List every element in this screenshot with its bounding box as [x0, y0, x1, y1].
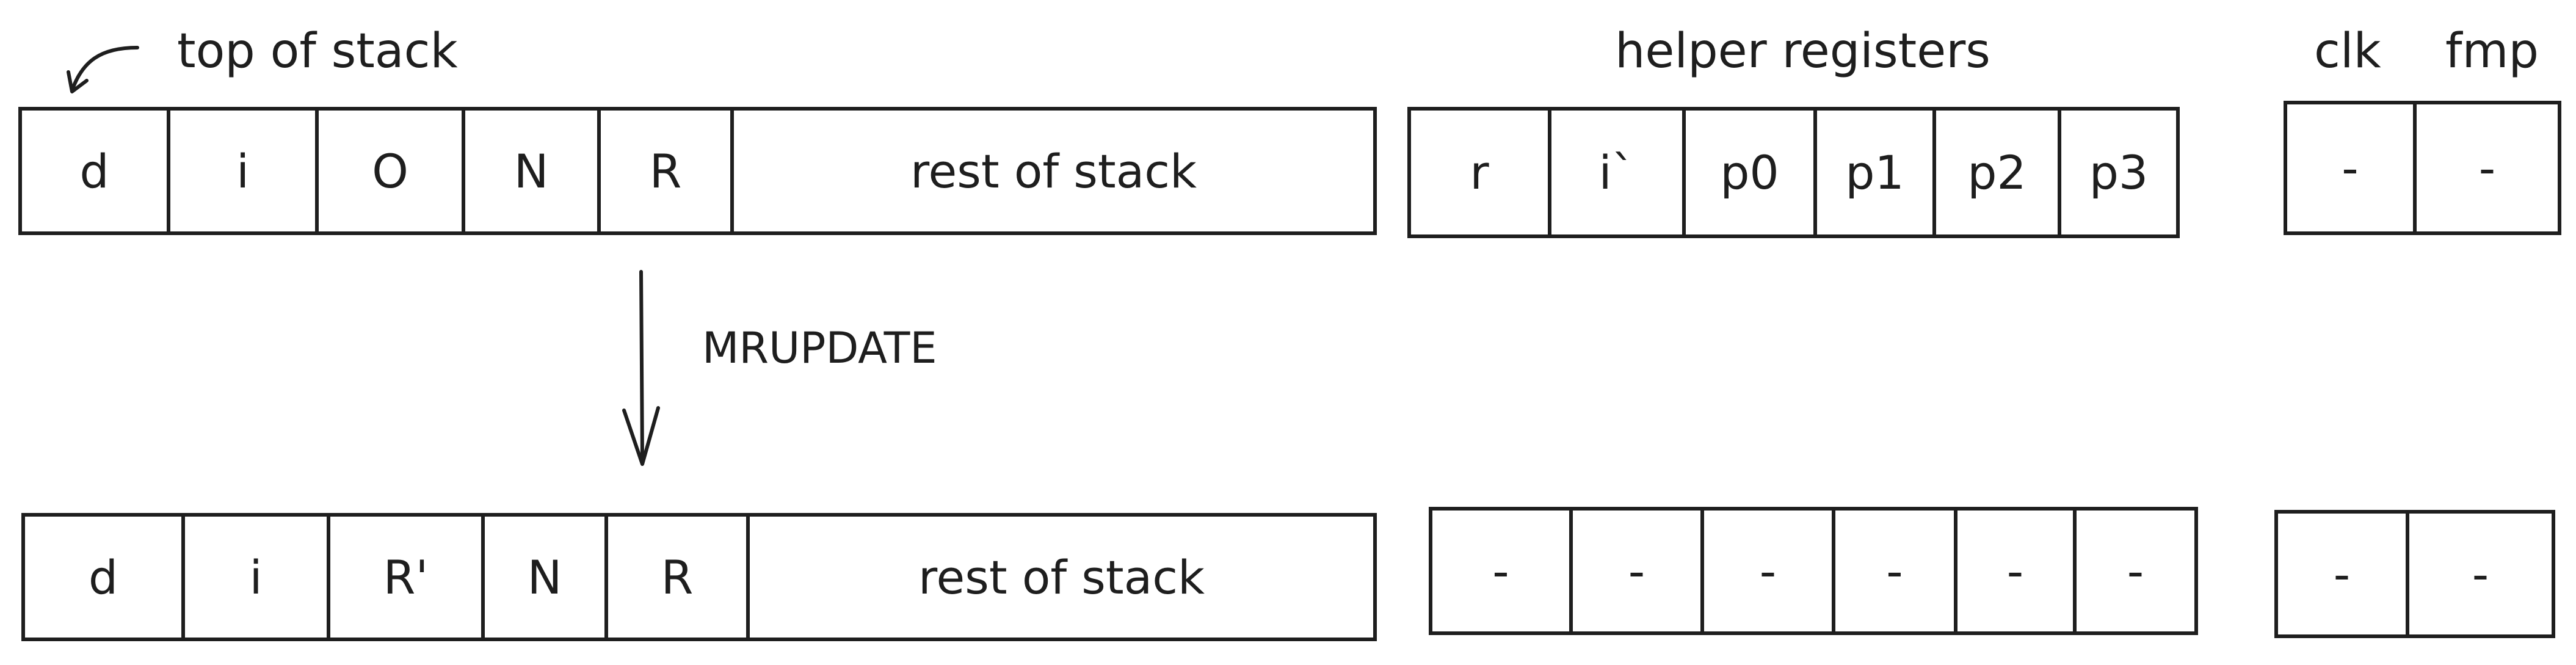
helper-cell: r — [1411, 111, 1551, 234]
fmp-label: fmp — [2445, 24, 2539, 79]
stack-cell: N — [465, 111, 601, 231]
stack-row-after: d i R' N R rest of stack — [21, 513, 1377, 641]
clk-fmp-before: - - — [2284, 101, 2561, 235]
clk-cell: - — [2278, 514, 2409, 634]
stack-cell: R — [608, 517, 750, 638]
helper-cell: - — [1835, 511, 1957, 631]
stack-row-before: d i O N R rest of stack — [18, 107, 1377, 235]
helper-cell: p3 — [2089, 145, 2149, 200]
fmp-cell: - — [2478, 140, 2496, 195]
stack-cell: d — [22, 111, 170, 231]
helper-cell: - — [1432, 511, 1573, 631]
top-of-stack-curved-arrow — [67, 46, 139, 93]
helper-cell: - — [1704, 511, 1835, 631]
clk-fmp-after: - - — [2274, 510, 2555, 638]
stack-cell: O — [319, 111, 465, 231]
stack-cell: rest of stack — [918, 550, 1205, 605]
helper-cell: p1 — [1817, 111, 1936, 234]
stack-cell: N — [485, 517, 608, 638]
stack-cell: rest of stack — [910, 144, 1197, 198]
helper-cell: - — [1573, 511, 1704, 631]
helper-cell: p0 — [1686, 111, 1817, 234]
stack-cell: i — [170, 111, 319, 231]
helper-cell: i` — [1551, 111, 1686, 234]
stack-cell: R — [601, 111, 734, 231]
helper-registers-before: r i` p0 p1 p2 p3 — [1407, 107, 2180, 238]
helper-cell: - — [2127, 543, 2144, 598]
top-of-stack-label: top of stack — [177, 24, 458, 79]
operation-label: MRUPDATE — [702, 323, 937, 373]
stack-cell: R' — [330, 517, 485, 638]
clk-label: clk — [2314, 24, 2381, 79]
stack-cell: i — [185, 517, 330, 638]
fmp-cell: - — [2472, 547, 2489, 601]
clk-cell: - — [2287, 104, 2417, 231]
mrupdate-arrow — [622, 270, 660, 466]
helper-registers-label: helper registers — [1615, 24, 1990, 79]
helper-cell: - — [1957, 511, 2077, 631]
helper-cell: p2 — [1936, 111, 2061, 234]
stack-cell: d — [25, 517, 185, 638]
helper-registers-after: - - - - - - — [1429, 507, 2198, 635]
